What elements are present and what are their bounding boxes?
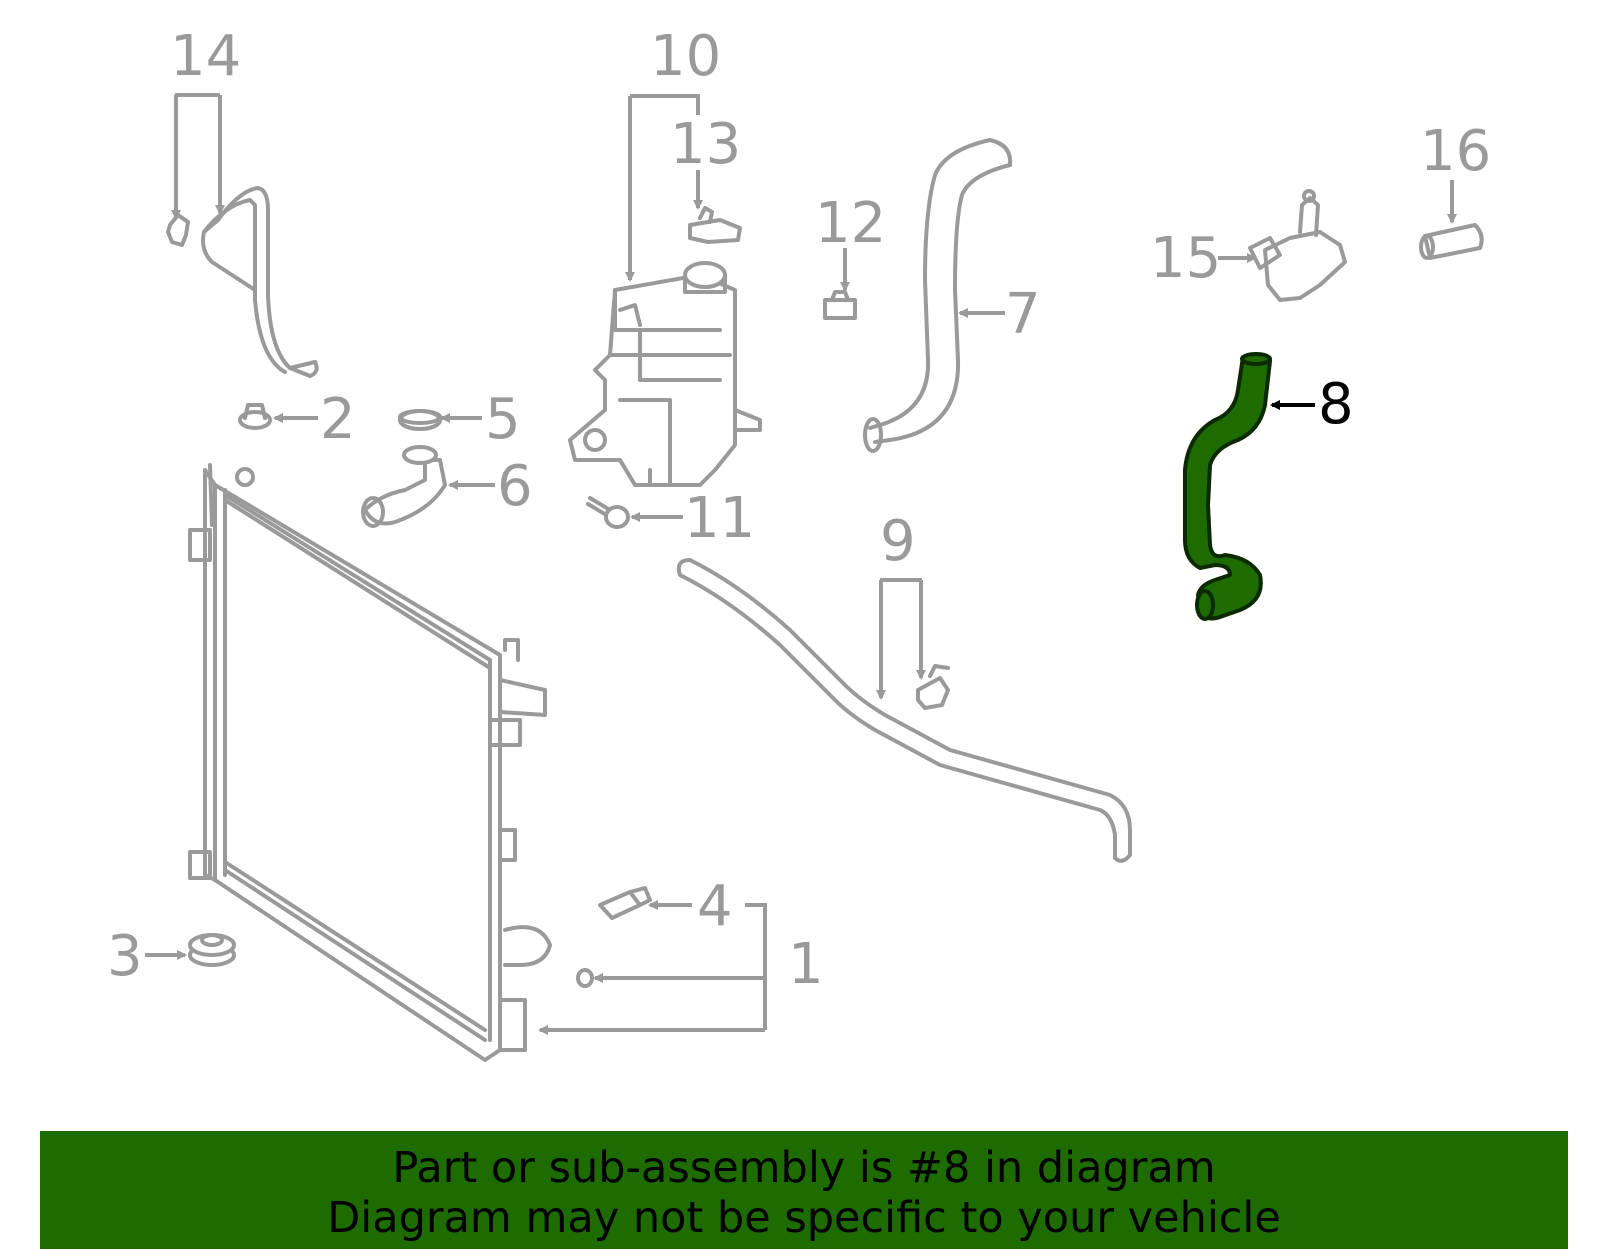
hose-part-9 <box>676 558 1132 863</box>
drain-plug-part-4 <box>598 886 652 920</box>
bolt-part-11 <box>586 496 630 529</box>
banner-line-1: Part or sub-assembly is #8 in diagram <box>392 1143 1216 1193</box>
cap-part-5 <box>398 409 442 431</box>
callout-1: 1 <box>788 932 824 997</box>
callout-5: 5 <box>485 387 521 452</box>
callout-7: 7 <box>1005 282 1041 347</box>
callout-9: 9 <box>880 509 916 574</box>
callout-8[interactable]: 8 <box>1318 372 1354 437</box>
reservoir-part-10 <box>568 261 762 487</box>
leader-lines <box>145 93 1457 1035</box>
callout-14: 14 <box>170 24 241 89</box>
part-info-banner: Part or sub-assembly is #8 in diagram Di… <box>40 1131 1568 1249</box>
callout-12: 12 <box>815 191 886 256</box>
clip-part-12 <box>823 290 857 320</box>
clamp-part-9 <box>916 664 950 710</box>
callout-15: 15 <box>1150 226 1221 291</box>
highlighted-hose-part-8[interactable] <box>1183 352 1272 621</box>
bracket-part-13 <box>688 206 742 244</box>
callout-13: 13 <box>670 112 741 177</box>
callout-10: 10 <box>650 24 721 89</box>
callout-16: 16 <box>1420 119 1491 184</box>
callout-11: 11 <box>684 486 755 551</box>
mount-part-3 <box>188 933 236 967</box>
callout-2: 2 <box>320 387 356 452</box>
callout-4: 4 <box>697 874 733 939</box>
callout-3: 3 <box>107 924 143 989</box>
thermostat-housing-part-15 <box>1248 189 1347 302</box>
filler-neck-part-6 <box>361 445 447 528</box>
clamp-part-14 <box>166 213 190 247</box>
o-ring <box>576 968 594 988</box>
callout-6: 6 <box>497 454 533 519</box>
tube-part-16 <box>1419 223 1484 260</box>
hose-part-14 <box>201 186 319 378</box>
callout-labels: 14 10 13 12 7 16 15 8 2 5 6 11 9 4 1 3 <box>107 24 1491 997</box>
clip-part-2 <box>238 403 272 430</box>
banner-line-2: Diagram may not be specific to your vehi… <box>327 1193 1281 1243</box>
hose-part-7 <box>863 138 1013 453</box>
radiator-part-1 <box>188 463 552 1062</box>
